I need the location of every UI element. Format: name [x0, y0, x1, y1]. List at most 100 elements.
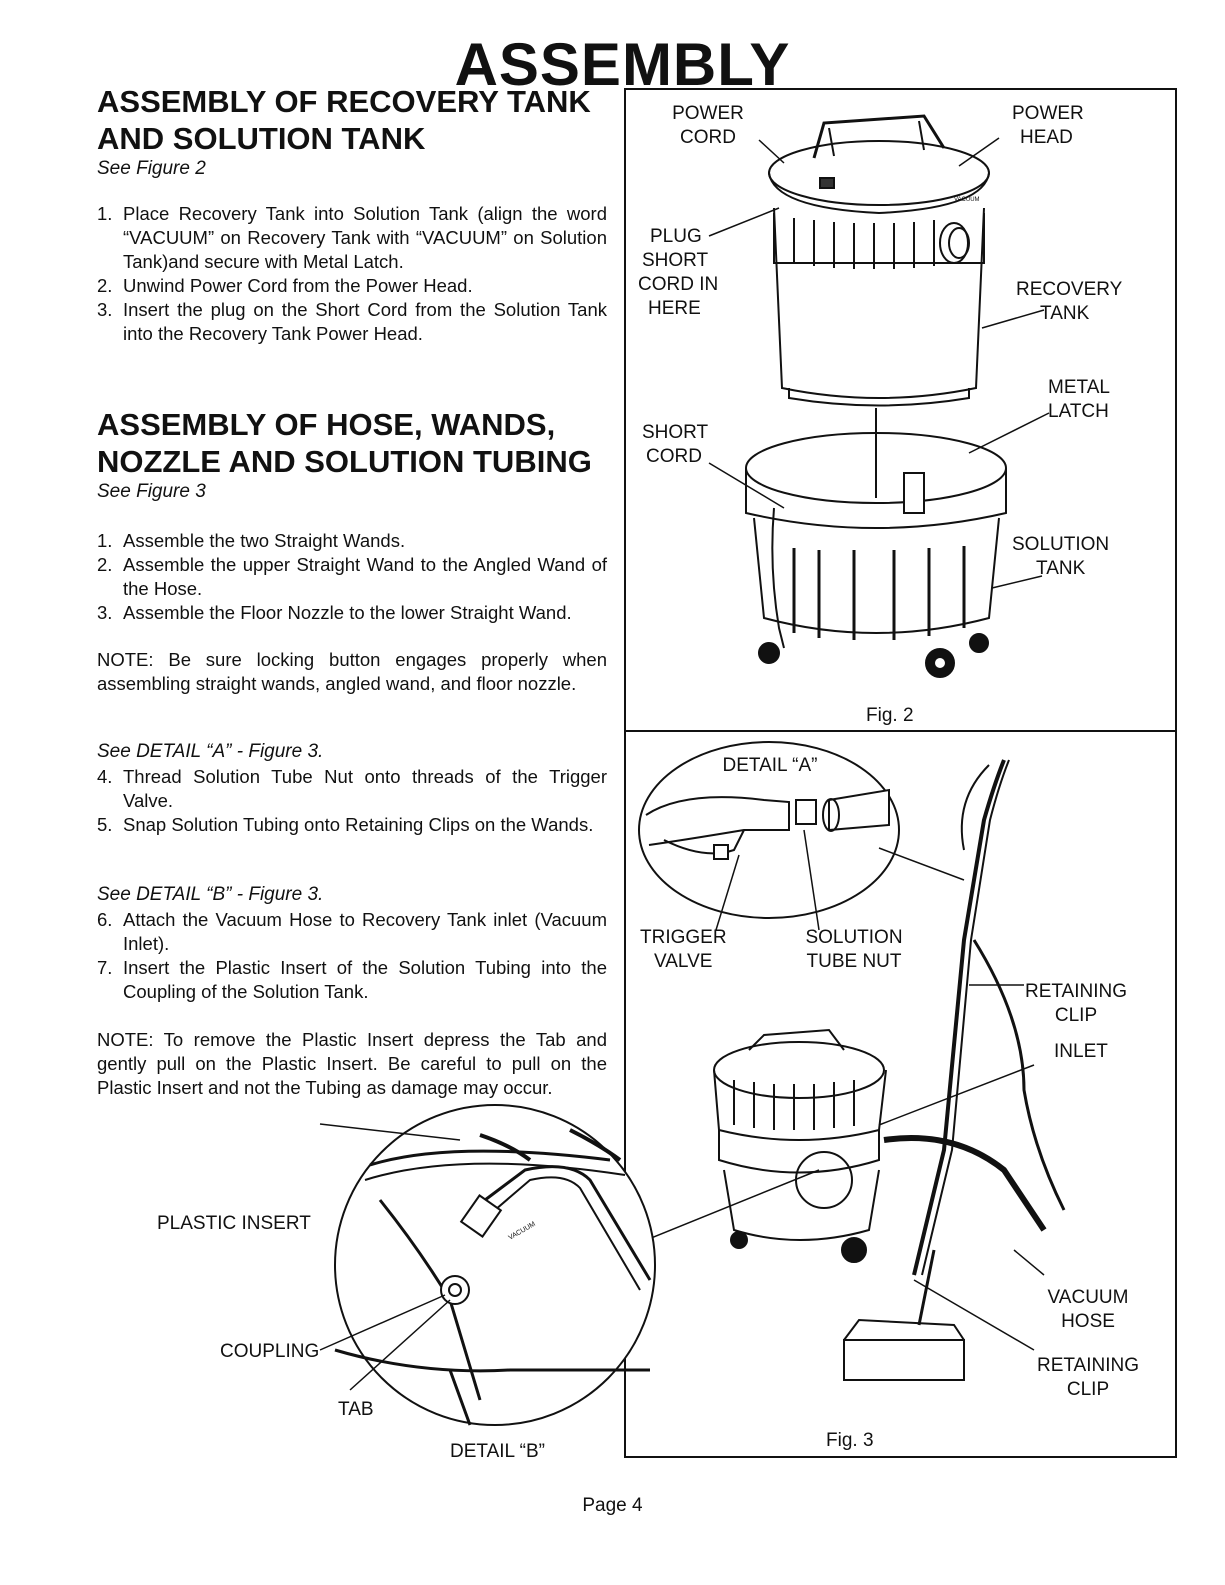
label-line: CLIP	[1054, 1005, 1098, 1026]
section1-steps: 1. Place Recovery Tank into Solution Tank…	[97, 202, 607, 346]
label-line: LATCH	[1048, 401, 1109, 422]
label-retaining-clip-lower: RETAINING CLIP	[1026, 1354, 1150, 1402]
label-trigger-valve: TRIGGER VALVE	[640, 926, 760, 974]
label-line: CORD	[680, 127, 736, 148]
see-detail-a: See DETAIL “A” - Figure 3.	[97, 741, 324, 762]
label-line: TUBE NUT	[806, 951, 902, 972]
label-detail-a: DETAIL “A”	[722, 755, 818, 776]
detail-b-steps: 6. Attach the Vacuum Hose to Recovery Tan…	[97, 908, 607, 1004]
list-item: 1. Place Recovery Tank into Solution Tank…	[97, 202, 607, 274]
label-line: SOLUTION	[805, 927, 903, 948]
step-text: Insert the Plastic Insert of the Solutio…	[123, 957, 607, 1002]
label-line: HOSE	[1061, 1311, 1115, 1332]
label-line: TANK	[1036, 558, 1086, 579]
step-number: 3.	[97, 602, 113, 623]
figure-2-illustration: VACUUM	[708, 114, 1050, 678]
section2-title-line2: NOZZLE AND SOLUTION TUBING	[97, 444, 592, 479]
step-number: 1.	[97, 203, 113, 224]
list-item: 1. Assemble the two Straight Wands.	[97, 529, 607, 553]
step-text: Thread Solution Tube Nut onto threads of…	[123, 766, 607, 811]
label-power-cord: POWER CORD	[668, 102, 748, 150]
page-number: Page 4	[582, 1495, 643, 1516]
label-line: POWER	[1012, 103, 1084, 124]
label-line: HEAD	[1020, 127, 1073, 148]
label-power-head: POWER HEAD	[1012, 102, 1092, 150]
list-item: 2. Unwind Power Cord from the Power Head.	[97, 274, 607, 298]
step-number: 5.	[97, 814, 113, 835]
label-coupling: COUPLING	[220, 1341, 320, 1362]
label-line: SHORT	[642, 250, 709, 271]
section1-see-figure: See Figure 2	[97, 158, 206, 179]
list-item: 6. Attach the Vacuum Hose to Recovery Tan…	[97, 908, 607, 956]
label-line: RECOVERY	[1016, 279, 1123, 300]
list-item: 3. Insert the plug on the Short Cord from…	[97, 298, 607, 346]
label-retaining-clip-upper: RETAINING CLIP	[1016, 980, 1136, 1028]
step-number: 6.	[97, 909, 113, 930]
label-plastic-insert: PLASTIC INSERT	[157, 1213, 311, 1234]
page-title: ASSEMBLY	[454, 31, 791, 98]
step-text: Attach the Vacuum Hose to Recovery Tank …	[123, 909, 607, 954]
label-line: CORD IN	[638, 274, 719, 295]
label-line: METAL	[1048, 377, 1110, 398]
see-detail-b: See DETAIL “B” - Figure 3.	[97, 884, 324, 905]
label-line: POWER	[672, 103, 744, 124]
label-line: VALVE	[654, 951, 713, 972]
section1-title-line1: ASSEMBLY OF RECOVERY TANK	[97, 84, 591, 119]
label-vacuum-hose: VACUUM HOSE	[1028, 1286, 1148, 1334]
label-line: VACUUM	[1047, 1287, 1129, 1308]
vacuum-mark: VACUUM	[954, 197, 980, 203]
step-number: 2.	[97, 275, 113, 296]
figure-2-caption: Fig. 2	[866, 705, 914, 726]
label-inlet: INLET	[1054, 1041, 1108, 1062]
label-line: RETAINING	[1036, 1355, 1140, 1376]
vacuum-unit-drawing	[713, 1028, 887, 1263]
figure-3-leader-lines	[633, 829, 1045, 1351]
label-line: PLUG	[650, 226, 702, 247]
detail-b-illustration: VACUUM	[319, 1104, 656, 1426]
figure-3-illustration	[633, 741, 1066, 1381]
step-number: 7.	[97, 957, 113, 978]
list-item: 4. Thread Solution Tube Nut onto threads …	[97, 765, 607, 813]
label-line: SOLUTION	[1012, 534, 1110, 555]
section2-title-line1: ASSEMBLY OF HOSE, WANDS,	[97, 407, 556, 442]
figure-3-caption: Fig. 3	[826, 1430, 874, 1451]
step-text: Insert the plug on the Short Cord from t…	[123, 299, 607, 344]
section2-steps: 1. Assemble the two Straight Wands. 2. Ass…	[97, 529, 607, 625]
label-plug-short-cord: PLUG SHORT CORD IN HERE	[638, 225, 728, 321]
detail-a-circle	[638, 741, 900, 919]
section2-title: ASSEMBLY OF HOSE, WANDS, NOZZLE AND SOLU…	[97, 406, 637, 480]
detail-a-steps: 4. Thread Solution Tube Nut onto threads …	[97, 765, 607, 837]
note-locking-button: NOTE: Be sure locking button engages pro…	[97, 649, 607, 694]
figure-2-leader-lines	[708, 137, 1050, 589]
label-detail-b: DETAIL “B”	[450, 1441, 546, 1462]
step-text: Assemble the upper Straight Wand to the …	[123, 554, 607, 599]
label-metal-latch: METAL LATCH	[1048, 376, 1138, 424]
step-number: 3.	[97, 299, 113, 320]
figure-3-frame	[624, 730, 1177, 1458]
step-number: 1.	[97, 530, 113, 551]
label-line: HERE	[648, 298, 701, 319]
step-number: 4.	[97, 766, 113, 787]
step-text: Snap Solution Tubing onto Retaining Clip…	[123, 814, 594, 835]
section1-title-line2: AND SOLUTION TANK	[97, 121, 426, 156]
label-solution-tube-nut: SOLUTION TUBE NUT	[794, 926, 914, 974]
step-text: Assemble the two Straight Wands.	[123, 530, 406, 551]
label-line: CLIP	[1066, 1379, 1110, 1400]
solution-tank-drawing	[745, 408, 1007, 678]
section1-title: ASSEMBLY OF RECOVERY TANK AND SOLUTION T…	[97, 83, 637, 157]
label-recovery-tank: RECOVERY TANK	[1016, 278, 1136, 326]
power-head-drawing: VACUUM	[768, 114, 990, 215]
list-item: 3. Assemble the Floor Nozzle to the lower…	[97, 601, 607, 625]
step-text: Unwind Power Cord from the Power Head.	[123, 275, 473, 296]
section2-see-figure: See Figure 3	[97, 481, 206, 502]
wand-and-hose-drawing	[843, 759, 1066, 1381]
recovery-tank-drawing	[773, 207, 985, 407]
step-number: 2.	[97, 554, 113, 575]
label-short-cord: SHORT CORD	[642, 421, 732, 469]
label-line: SHORT	[642, 422, 709, 443]
list-item: 7. Insert the Plastic Insert of the Solut…	[97, 956, 607, 1004]
label-solution-tank: SOLUTION TANK	[1012, 533, 1132, 581]
list-item: 2. Assemble the upper Straight Wand to th…	[97, 553, 607, 601]
step-text: Place Recovery Tank into Solution Tank (…	[123, 203, 607, 272]
step-text: Assemble the Floor Nozzle to the lower S…	[123, 602, 572, 623]
